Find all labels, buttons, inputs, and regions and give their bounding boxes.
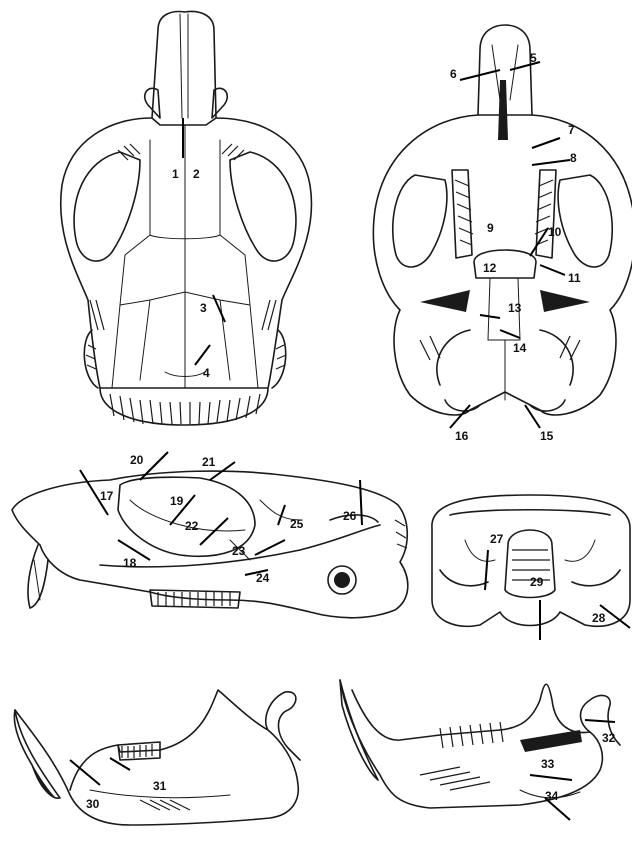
label-number-5: 5 (530, 51, 537, 65)
label-number-29: 29 (530, 575, 544, 589)
label-number-32: 32 (602, 731, 616, 745)
label-number-11: 11 (568, 271, 581, 285)
lateral-view-panel (12, 471, 408, 618)
label-number-24: 24 (256, 571, 270, 585)
label-number-30: 30 (86, 797, 100, 811)
label-number-13: 13 (508, 301, 522, 315)
ventral-view-panel (373, 25, 632, 415)
label-number-25: 25 (290, 517, 304, 531)
label-number-4: 4 (203, 366, 210, 380)
posterior-view-panel (432, 495, 630, 626)
label-number-12: 12 (483, 261, 497, 275)
label-number-26: 26 (343, 509, 357, 523)
dorsal-view-panel (61, 12, 312, 425)
label-number-1: 1 (172, 167, 179, 181)
label-number-28: 28 (592, 611, 606, 625)
label-number-8: 8 (570, 151, 577, 165)
label-number-3: 3 (200, 301, 207, 315)
label-number-18: 18 (123, 556, 137, 570)
label-number-21: 21 (202, 455, 216, 469)
label-number-10: 10 (548, 225, 562, 239)
label-number-27: 27 (490, 532, 504, 546)
label-number-19: 19 (170, 494, 184, 508)
label-number-23: 23 (232, 544, 246, 558)
label-number-33: 33 (541, 757, 555, 771)
label-number-22: 22 (185, 519, 199, 533)
mandible-left-panel (14, 690, 300, 825)
label-number-15: 15 (540, 429, 554, 443)
label-number-34: 34 (545, 789, 559, 803)
label-number-16: 16 (455, 429, 469, 443)
label-number-2: 2 (193, 167, 200, 181)
label-number-17: 17 (100, 489, 114, 503)
label-number-7: 7 (568, 123, 575, 137)
label-number-14: 14 (513, 341, 527, 355)
label-number-6: 6 (450, 67, 457, 81)
label-number-31: 31 (153, 779, 167, 793)
mandible-right-panel (340, 680, 620, 808)
label-number-20: 20 (130, 453, 144, 467)
label-number-9: 9 (487, 221, 494, 235)
